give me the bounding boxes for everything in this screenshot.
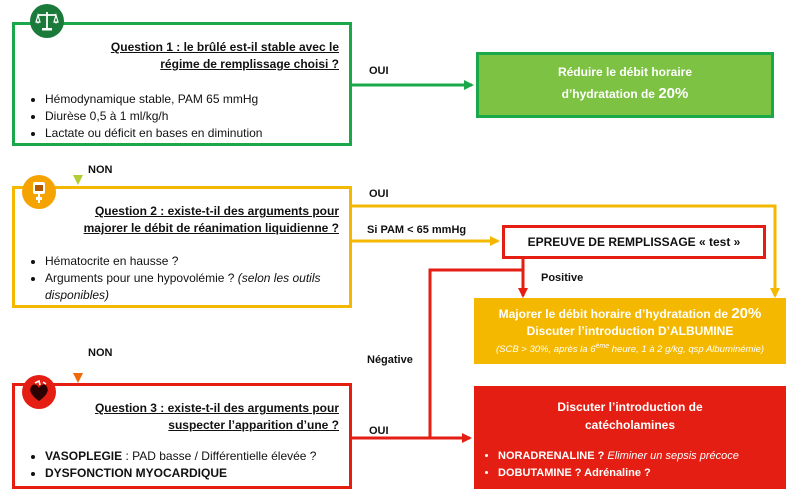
- list-item: Diurèse 0,5 à 1 ml/kg/h: [45, 108, 262, 125]
- majorer-line1: Majorer le débit horaire d’hydratation d…: [498, 305, 762, 322]
- majorer-line2: Discuter l’introduction D’ALBUMINE: [526, 324, 734, 338]
- list-item: Hématocrite en hausse ?: [45, 253, 349, 270]
- list-item: Arguments pour une hypovolémie ? (selon …: [45, 270, 349, 304]
- label-negative: Négative: [367, 354, 413, 366]
- label-non-q2: NON: [88, 347, 113, 359]
- label-oui-q2: OUI: [369, 188, 389, 200]
- epreuve-label: EPREUVE DE REMPLISSAGE « test »: [527, 235, 741, 249]
- question-3-list: VASOPLEGIE : PAD basse / Différentielle …: [29, 448, 316, 482]
- label-si-pam: Si PAM < 65 mmHg: [367, 224, 467, 236]
- result-reduce-line2: d’hydratation de 20%: [561, 85, 689, 102]
- label-oui-q3: OUI: [369, 425, 389, 437]
- question-2-title: Question 2 : existe-t-il des arguments p…: [83, 204, 339, 235]
- list-item: NORADRENALINE ? Eliminer un sepsis préco…: [498, 448, 739, 465]
- list-item: DYSFONCTION MYOCARDIQUE: [45, 465, 316, 482]
- question-3-box: Question 3 : existe-t-il des arguments p…: [12, 383, 352, 489]
- question-3-title: Question 3 : existe-t-il des arguments p…: [94, 401, 339, 432]
- result-reduce-box: Réduire le débit horaire d’hydratation d…: [476, 52, 774, 118]
- epreuve-remplissage-box: EPREUVE DE REMPLISSAGE « test »: [502, 225, 766, 259]
- question-1-list: Hémodynamique stable, PAM 65 mmHg Diurès…: [29, 91, 262, 142]
- catecholamines-box: Discuter l’introduction de catécholamine…: [474, 386, 786, 489]
- balance-scale-icon: [30, 4, 64, 38]
- catechol-line2: catécholamines: [584, 418, 676, 432]
- result-reduce-line1: Réduire le débit horaire: [557, 65, 693, 79]
- list-item: Lactate ou déficit en bases en diminutio…: [45, 125, 262, 142]
- arrow-negative: [428, 268, 523, 443]
- question-1-box: Question 1 : le brûlé est-il stable avec…: [12, 22, 352, 146]
- list-item: DOBUTAMINE ? Adrénaline ?: [498, 465, 739, 482]
- majorer-line3: (SCB > 30%, après la 6ème heure, 1 à 2 g…: [495, 343, 765, 356]
- label-oui-q1: OUI: [369, 65, 389, 77]
- heart-pump-icon: [22, 375, 56, 409]
- question-1-title: Question 1 : le brûlé est-il stable avec…: [110, 40, 339, 71]
- arrow-q2-oui: [352, 204, 780, 298]
- catechol-line1: Discuter l’introduction de: [557, 400, 703, 414]
- list-item: VASOPLEGIE : PAD basse / Différentielle …: [45, 448, 316, 465]
- label-non-q1: NON: [88, 164, 113, 176]
- majorer-debit-box: Majorer le débit horaire d’hydratation d…: [474, 298, 786, 364]
- question-2-list: Hématocrite en hausse ? Arguments pour u…: [29, 253, 349, 304]
- catechol-list: NORADRENALINE ? Eliminer un sepsis préco…: [482, 448, 739, 482]
- list-item: Hémodynamique stable, PAM 65 mmHg: [45, 91, 262, 108]
- label-positive: Positive: [541, 272, 584, 284]
- iv-bag-icon: [22, 175, 56, 209]
- question-2-box: Question 2 : existe-t-il des arguments p…: [12, 186, 352, 308]
